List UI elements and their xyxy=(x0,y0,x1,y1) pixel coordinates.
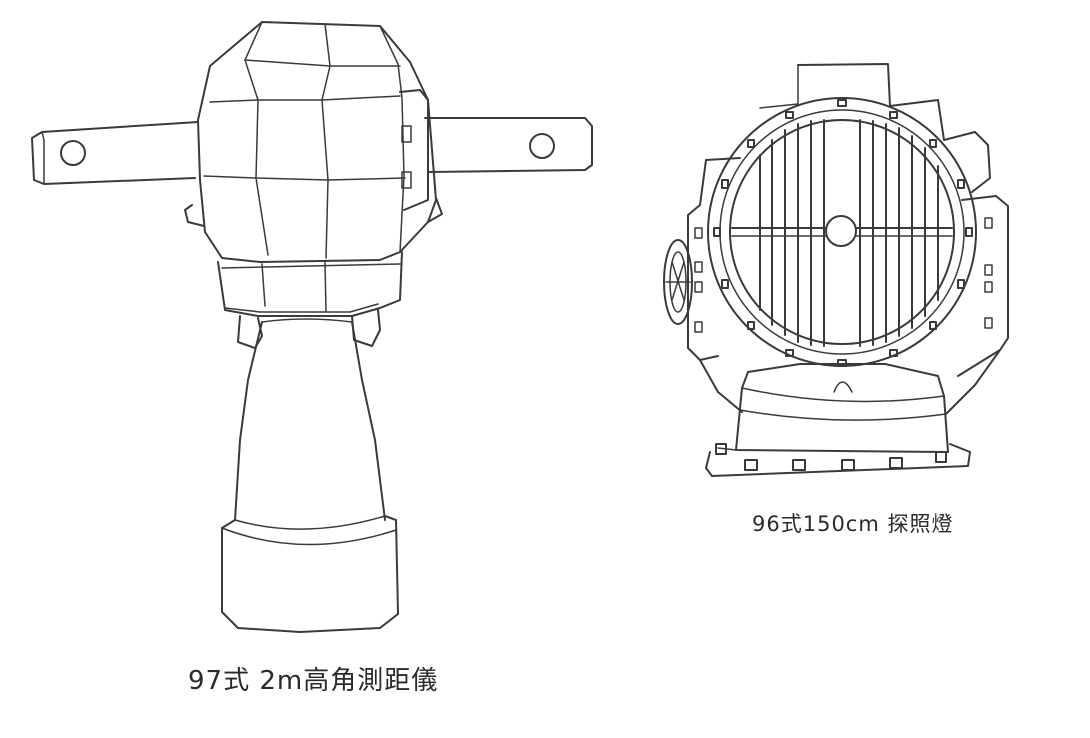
rangefinder-drawing xyxy=(31,21,593,633)
rangefinder-caption: 97式 2m高角測距儀 xyxy=(188,666,439,696)
searchlight-caption: 96式150cm 探照燈 xyxy=(752,512,954,536)
searchlight-drawing xyxy=(663,63,1009,477)
